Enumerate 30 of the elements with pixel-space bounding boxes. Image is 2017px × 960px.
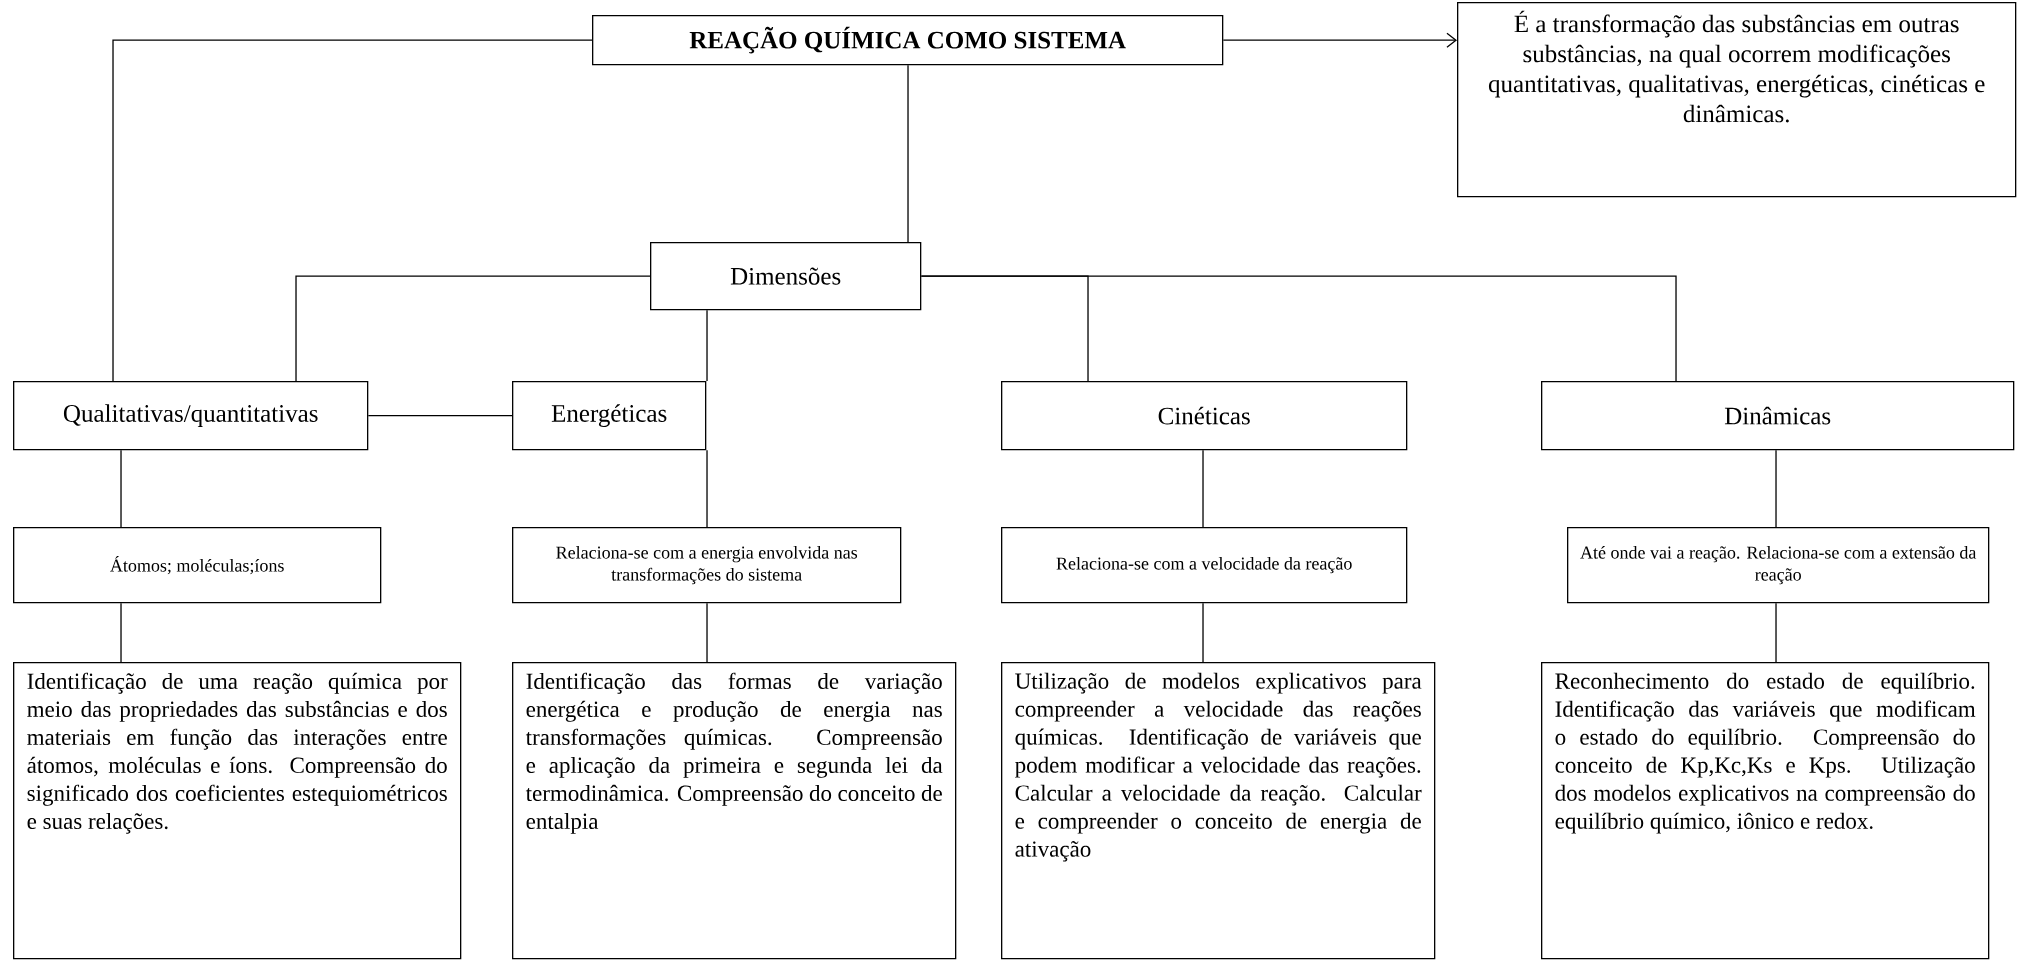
arrow [1222,32,1457,48]
description-box: Identificação das formas de variação energética e produção de energia nas transformações químicas. Compreensão e aplicação da primeira e segunda lei da termodinâmica. Compreensão do conceito de entalpia [512,662,957,960]
description-box: Identificação de uma reação química por meio das propriedades das substâncias e dos materiais em função das interações entre átomos, moléculas e íons. Compreensão do significado dos coeficientes estequiométricos e suas relações. [13,662,462,960]
concept-box: Até onde vai a reação. Relaciona-se com a extensão da reação [1567,527,1990,604]
concept-box: Relaciona-se com a velocidade da reação [1001,527,1408,604]
concept-box: Dinâmicas [1541,381,2015,451]
connector-line [920,275,1677,382]
connector-line [295,275,651,382]
connector-line [367,415,513,417]
description-box: Utilização de modelos explicativos para compreender a velocidade das reações químicas. Identificação de variáveis que podem modificar a velocidade das reações. Calcular a velocidade da reação. Calcular e compreender o conceito de energia de ativação [1001,662,1436,960]
definition-box: É a transformação das substâncias em outras substâncias, na qual ocorrem modificações quantitativas, qualitativas, energéticas, cinéticas e dinâmicas. [1457,2,2017,198]
description-box: Reconhecimento do estado de equilíbrio. Identificação das variáveis que modificam o estado do equilíbrio. Compreensão do conceito de Kp,Kc,Ks e Kps. Utilização dos modelos explicativos na compreensão do equilíbrio químico, iônico e redox. [1541,662,1990,960]
concept-box: Cinéticas [1001,381,1408,451]
connector-line [907,64,909,243]
connector-line [706,449,708,528]
connector-line [1775,449,1777,528]
connector-line [120,602,122,663]
title-box: REAÇÃO QUÍMICA COMO SISTEMA [592,15,1224,66]
connector-line [120,449,122,528]
concept-box: Dimensões [650,242,922,311]
connector-line [1202,449,1204,528]
connector-line [1202,602,1204,663]
connector-line [1775,602,1777,663]
concept-box: Energéticas [512,381,707,451]
connector-line [706,602,708,663]
concept-box: Qualitativas/quantitativas [13,381,369,451]
concept-box: Átomos; moléculas;íons [13,527,382,604]
concept-box: Relaciona-se com a energia envolvida nas transformações do sistema [512,527,902,604]
connector-line [706,309,708,382]
connector-line [112,39,593,382]
